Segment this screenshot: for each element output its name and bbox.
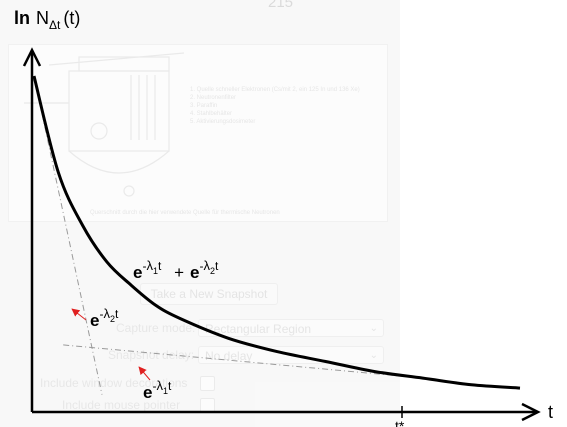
fast-component-annotation: e-λ2t: [90, 306, 119, 330]
chevron-down-icon: ⌄: [369, 323, 378, 334]
include-pointer-label: Include mouse pointer: [62, 398, 181, 412]
capture-mode-value: Rectangular Region: [205, 322, 312, 336]
slow-component-arrow: [138, 366, 151, 381]
figure-legend-line: 2. Neutronenfilter: [190, 95, 237, 101]
include-decorations-checkbox[interactable]: [200, 376, 215, 391]
sum-annotation: e-λ1t +e-λ2t: [133, 255, 219, 282]
snapshot-delay-select[interactable]: No delay ⌄: [198, 346, 384, 364]
include-decorations-label: Include window decorations: [40, 376, 188, 390]
x-axis-arrow: [521, 402, 541, 422]
capture-mode-select[interactable]: Rectangular Region ⌄: [198, 319, 384, 337]
figure-legend-line: 3. Paraffin: [190, 103, 218, 109]
background-figure: [8, 44, 388, 222]
figure-legend-line: 5. Aktivierungsdosimeter: [190, 119, 256, 125]
fast-component-arrow: [71, 308, 87, 321]
take-snapshot-button[interactable]: Take a New Snapshot: [140, 283, 278, 305]
capture-mode-label: Capture mode:: [116, 321, 196, 335]
chevron-down-icon: ⌄: [369, 350, 378, 361]
x-axis-label: t: [548, 402, 553, 422]
figure-caption: Querschnitt durch die hier verwendete Qu…: [90, 210, 280, 216]
x-tick-label: t*: [395, 418, 405, 427]
apparatus-sketch: [24, 52, 185, 197]
figure-legend-line: 1. Quelle schneller Elektronen (Cs/mit 2…: [190, 87, 360, 93]
y-axis-arrow: [22, 47, 42, 67]
figure-legend-line: 4. Stahlbehälter: [190, 111, 233, 117]
snapshot-delay-value: No delay: [205, 349, 253, 363]
slow-component-annotation: e-λ1t: [143, 378, 172, 402]
slow-component-line: [63, 344, 423, 379]
page-number: 215: [268, 0, 294, 11]
background-snapshot-window: 215 1. Quelle schneller Elektronen (Cs/m…: [8, 0, 388, 413]
sum-curve: [32, 75, 521, 390]
